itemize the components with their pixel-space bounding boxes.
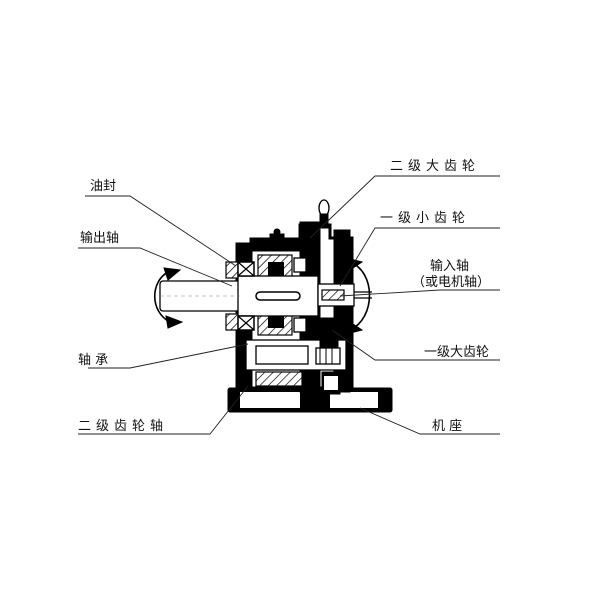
label-secondary-gear-shaft: 二级齿轮轴 [78,419,168,434]
input-shaft [317,257,372,335]
label-primary-large-gear: 一级大齿轮 [424,345,489,360]
primary-large-gear-body [319,317,341,395]
oil-seal-and-bearings [225,257,307,333]
lifting-eye-bolt [269,199,330,243]
label-primary-small-gear: 一级小齿轮 [380,211,470,226]
machine-base [227,387,393,413]
label-bearing: 轴 承 [78,353,108,368]
diagram-labels: 二级大齿轮 一级小齿轮 油封 输出轴 输入轴 （或电机轴） 轴 承 一级大齿轮 … [78,159,490,434]
label-motor-shaft-note: （或电机轴） [412,275,490,290]
label-base: 机 座 [432,419,462,434]
label-input-shaft: 输入轴 [430,258,469,274]
rotation-arrow-icon [154,267,184,329]
label-secondary-large-gear: 二级大齿轮 [390,159,480,174]
label-oil-seal: 油封 [90,179,116,194]
label-output-shaft: 输出轴 [80,230,119,246]
output-shaft [159,275,319,317]
leader-lines [78,175,500,435]
